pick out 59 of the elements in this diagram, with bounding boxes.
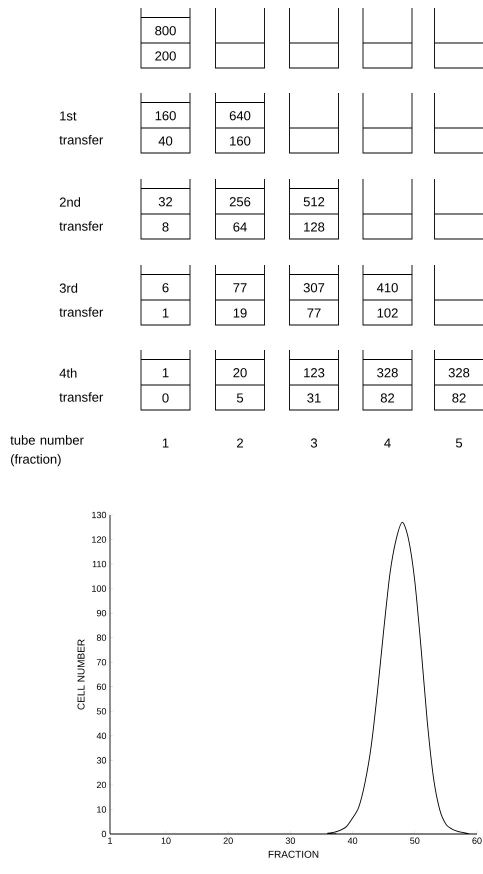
tube: 512 128 <box>289 178 339 240</box>
y-tick-label: 10 <box>97 806 106 813</box>
x-tick-label: 40 <box>348 838 358 844</box>
x-tick-label: 60 <box>472 838 482 844</box>
empty-tube <box>289 92 339 154</box>
x-tick-label: 50 <box>410 838 420 844</box>
x-tick-label: 1 <box>108 838 112 844</box>
y-tick-label: 70 <box>96 659 106 666</box>
tube: 123 31 <box>289 350 339 410</box>
tube: 77 19 <box>215 264 265 326</box>
y-tick-label: 50 <box>96 708 106 714</box>
y-tick-label: 110 <box>92 560 106 568</box>
tube: 800 200 <box>140 8 190 68</box>
line-chart: 1 10 20 30 40 50 60 0 10 20 30 40 50 60 70 80 90 100 110 120 130 FRACTION CELL NUMBER <box>78 512 482 858</box>
y-tick-label: 100 <box>92 585 106 592</box>
tube: 328 82 <box>362 350 412 410</box>
y-tick-label: 20 <box>96 782 106 788</box>
y-tick-label: 130 <box>92 512 106 518</box>
tube: 32 8 <box>140 178 190 240</box>
tube: 328 82 <box>434 350 483 410</box>
axis-label: tube number (fraction) <box>10 435 84 466</box>
tube: 160 40 <box>140 92 190 154</box>
y-tick-label: 0 <box>102 830 106 838</box>
tube: 307 77 <box>289 264 339 326</box>
empty-tube <box>434 92 483 154</box>
row-label: 4th transfer <box>59 368 104 402</box>
empty-tube <box>362 8 412 68</box>
y-tick-label: 40 <box>96 732 106 740</box>
row-label: 1st transfer <box>59 111 104 145</box>
tube-number: 5 <box>456 438 462 448</box>
tube: 410 102 <box>362 264 412 326</box>
y-tick-label: 60 <box>96 684 106 690</box>
tube-number: 4 <box>384 438 391 448</box>
x-tick-label: 10 <box>162 838 171 844</box>
tube: 6 1 <box>140 264 190 326</box>
tube: 20 5 <box>215 350 265 410</box>
empty-tube <box>434 264 483 326</box>
x-tick-label: 20 <box>224 838 233 844</box>
y-axis-title: CELL NUMBER <box>78 639 85 710</box>
tube: 1 0 <box>140 350 190 410</box>
x-tick-label: 30 <box>286 838 296 844</box>
tube-number: 1 <box>162 438 168 448</box>
x-axis-title: FRACTION <box>268 850 318 858</box>
empty-tube <box>434 178 483 240</box>
y-tick-label: 30 <box>96 757 106 764</box>
empty-tube <box>215 8 265 68</box>
empty-tube <box>434 8 483 68</box>
tube-number: 2 <box>237 438 243 448</box>
empty-tube <box>362 92 412 154</box>
y-tick-label: 80 <box>96 634 106 641</box>
empty-tube <box>289 8 339 68</box>
tube: 640 160 <box>215 92 265 154</box>
y-tick-label: 90 <box>96 610 106 616</box>
empty-tube <box>362 178 412 240</box>
y-tick-label: 120 <box>92 536 106 543</box>
tube-number: 3 <box>310 438 318 448</box>
row-label: 3rd transfer <box>59 283 104 317</box>
row-label: 2nd transfer <box>59 197 104 231</box>
tube: 256 64 <box>215 178 265 240</box>
